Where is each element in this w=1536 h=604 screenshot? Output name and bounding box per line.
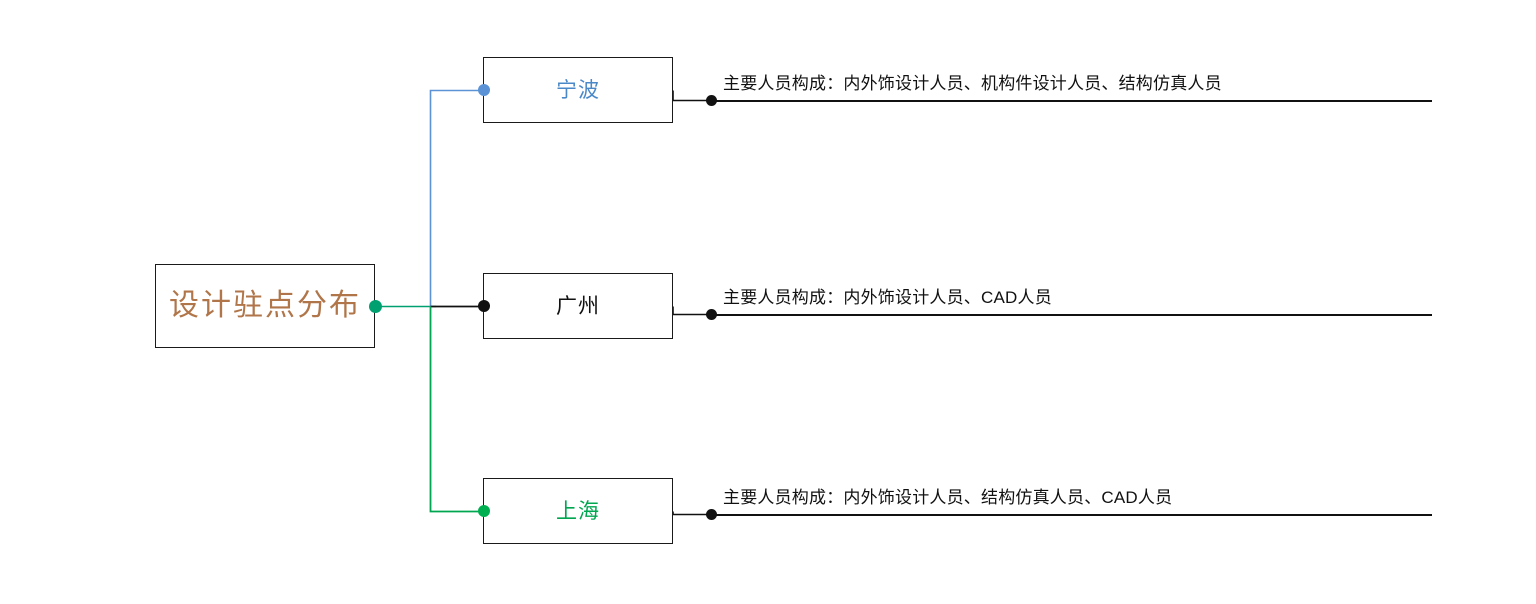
leaf-ningbo[interactable]: 主要人员构成：内外饰设计人员、机构件设计人员、结构仿真人员 (706, 72, 1432, 106)
leaf-text: 主要人员构成：内外饰设计人员、CAD人员 (723, 288, 1052, 307)
leaf-text: 主要人员构成：内外饰设计人员、结构仿真人员、CAD人员 (723, 488, 1173, 507)
branch-node-label: 宁波 (556, 78, 600, 102)
leaf-bullet-dot (706, 509, 717, 520)
leaf-shanghai[interactable]: 主要人员构成：内外饰设计人员、结构仿真人员、CAD人员 (706, 486, 1432, 520)
leaf-bullet-dot (706, 95, 717, 106)
leaf-guangzhou[interactable]: 主要人员构成：内外饰设计人员、CAD人员 (706, 286, 1432, 320)
branch-connector-dot-shanghai[interactable] (478, 505, 490, 517)
branch-connector-dot-ningbo[interactable] (478, 84, 490, 96)
branch-node-ningbo[interactable]: 宁波 (483, 57, 673, 123)
branch-node-label: 广州 (556, 294, 600, 318)
leaf-underline (711, 314, 1432, 316)
leaf-underline (711, 100, 1432, 102)
leaf-text: 主要人员构成：内外饰设计人员、机构件设计人员、结构仿真人员 (723, 74, 1222, 93)
leaf-bullet-dot (706, 309, 717, 320)
root-node-label: 设计驻点分布 (169, 289, 361, 322)
branch-node-guangzhou[interactable]: 广州 (483, 273, 673, 339)
root-node[interactable]: 设计驻点分布 (155, 264, 375, 348)
branch-node-label: 上海 (556, 499, 600, 523)
branch-connector-dot-guangzhou[interactable] (478, 300, 490, 312)
leaf-underline (711, 514, 1432, 516)
root-connector-dot[interactable] (369, 300, 382, 313)
branch-node-shanghai[interactable]: 上海 (483, 478, 673, 544)
